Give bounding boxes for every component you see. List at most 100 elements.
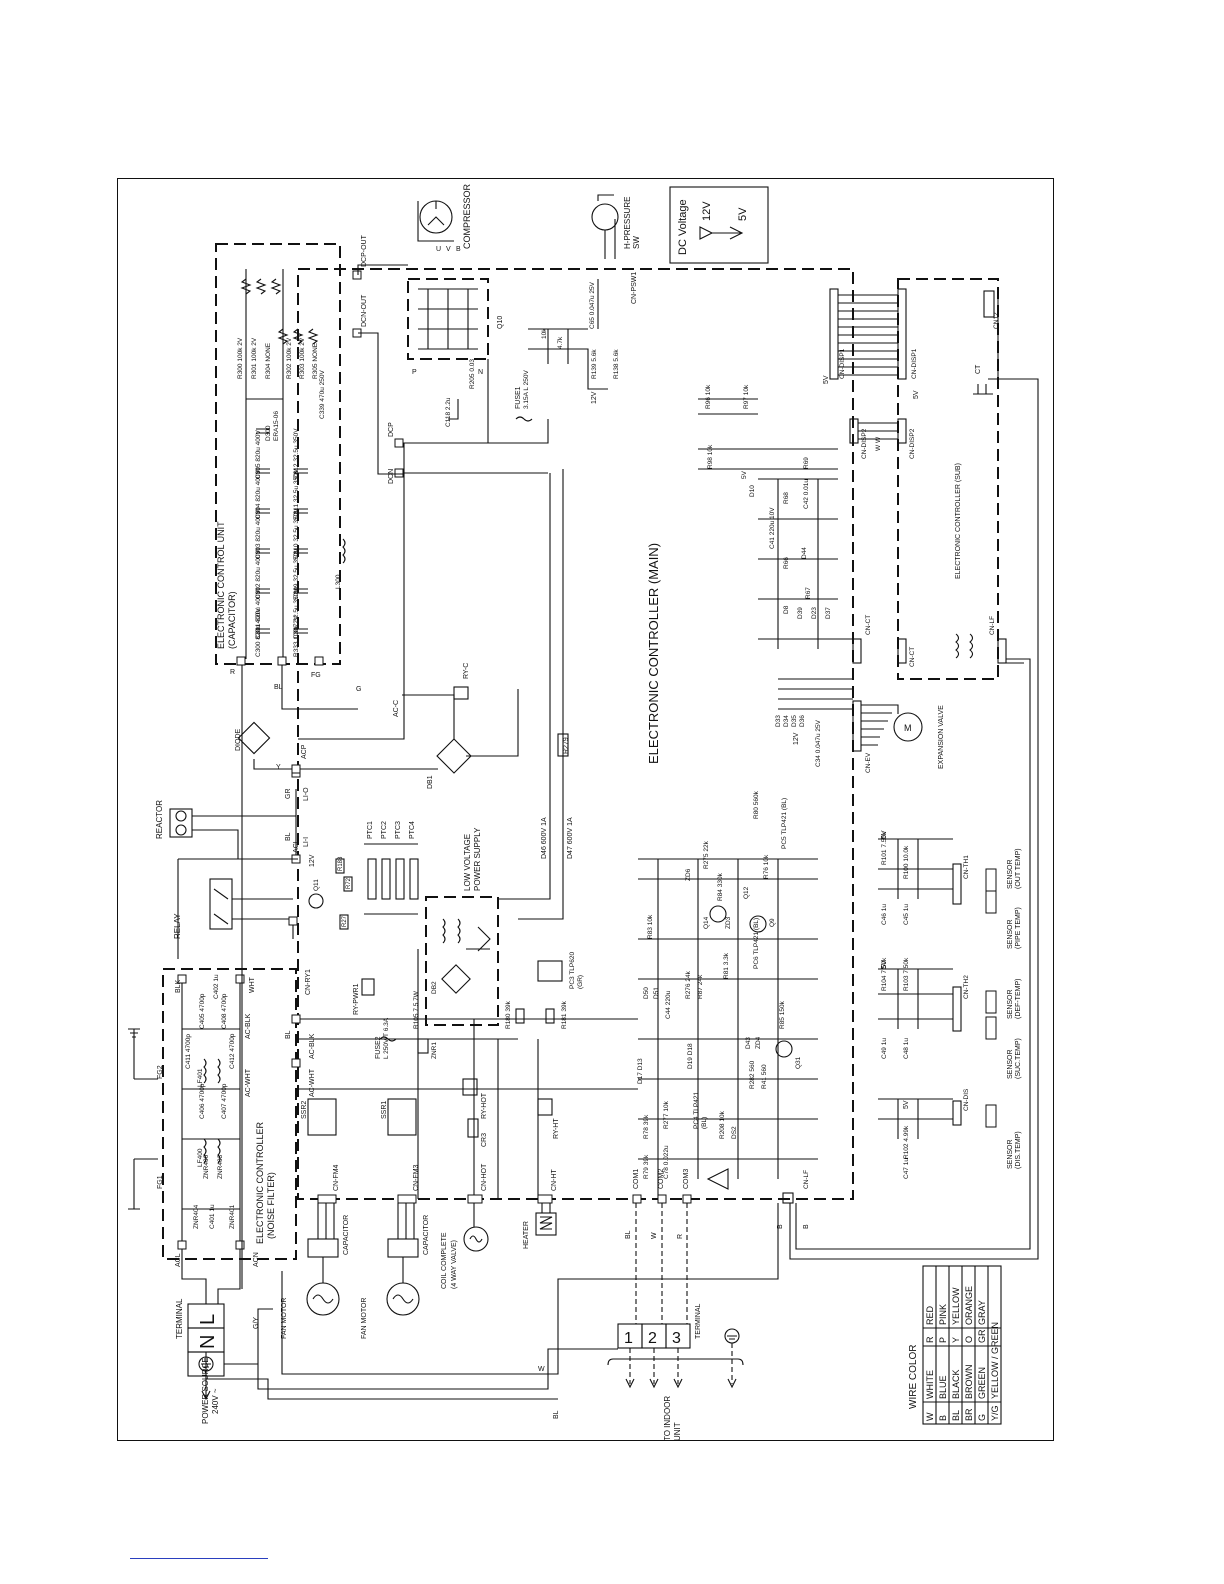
wht-label: WHT: [249, 976, 256, 993]
cn-ct2-label: CN-CT: [909, 647, 916, 667]
wire-bl-3-label: BL: [285, 1030, 292, 1039]
coil-sub-label: (4 WAY VALVE): [451, 1240, 458, 1289]
to-indoor-unit-label: UNIT: [673, 1422, 682, 1440]
sensor-dis-temp-sub: (DIS.TEMP): [1015, 1131, 1022, 1169]
wire-w-com2: W: [651, 1232, 658, 1239]
c408: C408 4700p: [221, 993, 228, 1029]
d35: D35: [791, 715, 798, 727]
coil-label: COIL COMPLETE: [441, 1232, 448, 1289]
zd6: ZD6: [685, 868, 692, 881]
r333: R333 100k 2V: [293, 615, 300, 657]
power-terminal-title: TERMINAL: [175, 1298, 184, 1339]
blk-label: BLK: [175, 979, 182, 993]
r205: R205 0.03: [469, 359, 476, 389]
znr404: ZNR404: [193, 1204, 200, 1229]
d300-value: ERA15-06: [273, 411, 280, 441]
com3-node: [682, 1194, 692, 1204]
capacitor-bank: [240, 269, 346, 659]
r84: R84 330k: [717, 872, 724, 901]
dc-voltage-12v: 12V: [701, 201, 713, 221]
low-voltage-title: LOW VOLTAGE: [463, 834, 472, 891]
r181-resistor: [545, 1008, 555, 1024]
ssr1-label: SSR1: [381, 1101, 388, 1119]
d44: D44: [801, 547, 808, 559]
capacitor-unit-title: ELECTRONIC CONTROL UNIT: [216, 521, 226, 649]
dcp-connector: [394, 438, 404, 448]
cn-lf-main-label: CN-LF: [803, 1170, 810, 1189]
wire-b-route-1: B: [777, 1224, 784, 1229]
com2-node: [657, 1194, 667, 1204]
r304: R304 NONE: [265, 342, 272, 379]
d39: D39: [797, 607, 804, 619]
li-label: LI-I: [303, 837, 310, 847]
c49: C49 1u: [881, 1038, 888, 1059]
l300-label: L300: [335, 574, 342, 589]
r98: R98 10k: [707, 444, 714, 469]
acl2-label: ACL: [293, 839, 300, 853]
r302: R302 100k 2V: [286, 337, 293, 379]
reactor: REACTOR: [155, 800, 193, 839]
dc-voltage-legend: DC Voltage 12V 5V: [669, 186, 769, 264]
ac-wht-node: [291, 1058, 301, 1068]
low-voltage-boundary: [425, 896, 499, 1026]
d37: D37: [825, 607, 832, 619]
5v-arrow-icon: [718, 226, 744, 240]
r83: R83 10k: [647, 914, 654, 939]
c405: C405 4700p: [199, 993, 206, 1029]
r104: R104 7.50k: [881, 957, 888, 991]
rail-5v-f: 5V: [903, 1100, 910, 1109]
c305: C305 820u 400V: [255, 430, 262, 479]
wire-color-cell: B: [938, 1415, 948, 1421]
wire-n-label: N: [478, 369, 483, 376]
cn-th1-label: CN-TH1: [963, 855, 970, 879]
fuse1-label: FUSE1: [515, 386, 522, 409]
c300: C300 820u 400V: [255, 608, 262, 657]
c307: C307 32.5u 350V: [293, 588, 300, 639]
r72: R72: [346, 877, 352, 889]
acp-label: ACP: [301, 744, 308, 759]
c48: C48 1u: [903, 1038, 910, 1059]
c411: C411 4700p: [185, 1034, 192, 1069]
c309: C309 32.5u 350V: [293, 548, 300, 599]
wire-color-cell: G: [977, 1414, 987, 1421]
lo-label: LI-O: [303, 787, 310, 801]
wire-color-cell: YELLOW / GREEN: [990, 1322, 1000, 1399]
h-pressure-label: H-PRESSURE: [623, 197, 632, 249]
c303: C303 820u 400V: [255, 510, 262, 559]
r87: R87 24k: [697, 974, 704, 999]
ry-hot-relay: [462, 1078, 478, 1096]
heater-element: [535, 1212, 557, 1236]
ac-blk2-label: AC-BLK: [309, 1033, 316, 1059]
sub-controller-boundary: [897, 278, 999, 680]
h-pressure-sw-label: SW: [632, 236, 641, 249]
heater-label: HEATER: [523, 1221, 530, 1249]
d19: D19 D18: [687, 1043, 694, 1069]
q14-transistor: [709, 905, 727, 923]
relay: RELAY: [173, 878, 233, 939]
cn-ct-connector: [852, 638, 862, 664]
q10-label: Q10: [497, 316, 504, 329]
c312: C312 32.5u 350V: [293, 428, 300, 479]
indoor-terminal: 1 2 3 TERMINAL TO INDOOR UNIT: [617, 1304, 740, 1440]
r139: R139 5.6k: [591, 349, 598, 379]
cn-ry1-label: CN-RY1: [305, 969, 312, 995]
wire-color-cell: YELLOW: [951, 1287, 961, 1325]
wire-y-label: Y: [276, 764, 281, 771]
wire-color-cell: Y: [951, 1337, 961, 1343]
fg1-label: FG1: [157, 1175, 164, 1189]
ptc2-label: PTC2: [381, 821, 388, 839]
ptc4-label: PTC4: [409, 821, 416, 839]
four-way-valve-coil: [463, 1226, 489, 1252]
d23: D23: [811, 607, 818, 619]
cn12-label: CN12: [993, 312, 1000, 329]
d8: D8: [783, 605, 790, 614]
wire-color-cell: WHITE: [925, 1370, 935, 1399]
rail-12v-c: 12V: [309, 854, 316, 867]
d46-label: D46 600V 1A: [541, 817, 548, 859]
cr3-component: [467, 1118, 479, 1138]
cn-ry1-node: [288, 916, 298, 926]
sensor-group-3: [878, 1098, 997, 1139]
sensor-out-temp-sub: (OUT TEMP): [1015, 848, 1022, 889]
acp-node: [291, 764, 301, 774]
wire-color-cell: ORANGE: [964, 1286, 974, 1325]
